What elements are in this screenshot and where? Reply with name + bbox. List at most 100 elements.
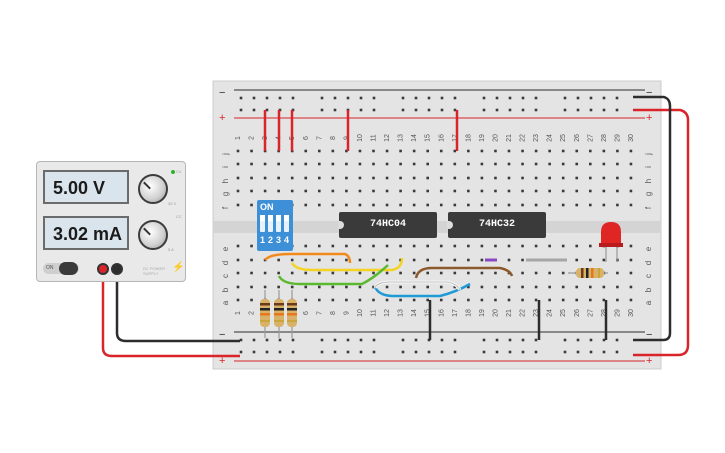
breadboard-hole[interactable]	[358, 285, 362, 289]
breadboard-hole[interactable]	[263, 162, 267, 166]
breadboard-hole[interactable]	[427, 350, 431, 354]
breadboard-hole[interactable]	[548, 271, 551, 275]
breadboard-hole[interactable]	[467, 149, 470, 153]
breadboard-hole[interactable]	[345, 176, 348, 180]
breadboard-hole[interactable]	[494, 176, 497, 180]
breadboard-hole[interactable]	[575, 285, 579, 289]
breadboard-hole[interactable]	[414, 96, 418, 100]
breadboard-hole[interactable]	[576, 108, 580, 112]
breadboard-hole[interactable]	[440, 350, 444, 354]
breadboard-hole[interactable]	[563, 338, 567, 342]
breadboard-hole[interactable]	[602, 203, 606, 207]
breadboard-hole[interactable]	[412, 162, 416, 166]
breadboard-hole[interactable]	[521, 203, 524, 207]
breadboard-hole[interactable]	[277, 176, 280, 180]
breadboard-hole[interactable]	[561, 149, 565, 153]
breadboard-hole[interactable]	[250, 258, 253, 262]
negative-terminal[interactable]	[111, 263, 123, 275]
breadboard-hole[interactable]	[333, 108, 337, 112]
breadboard-hole[interactable]	[453, 350, 457, 354]
breadboard-hole[interactable]	[304, 203, 308, 207]
breadboard-hole[interactable]	[548, 149, 551, 153]
breadboard-hole[interactable]	[548, 298, 551, 302]
breadboard-hole[interactable]	[495, 108, 499, 112]
breadboard-hole[interactable]	[495, 350, 499, 354]
breadboard-hole[interactable]	[372, 298, 375, 302]
breadboard-hole[interactable]	[467, 244, 470, 248]
breadboard-hole[interactable]	[480, 176, 484, 180]
breadboard-hole[interactable]	[453, 189, 457, 193]
breadboard-hole[interactable]	[602, 176, 606, 180]
breadboard-hole[interactable]	[250, 149, 253, 153]
breadboard-hole[interactable]	[252, 338, 256, 342]
breadboard-hole[interactable]	[318, 162, 321, 166]
breadboard-hole[interactable]	[345, 189, 348, 193]
breadboard-hole[interactable]	[467, 271, 470, 275]
breadboard-hole[interactable]	[414, 108, 418, 112]
breadboard-hole[interactable]	[359, 350, 363, 354]
breadboard-hole[interactable]	[401, 108, 405, 112]
breadboard-hole[interactable]	[399, 258, 402, 262]
breadboard-hole[interactable]	[616, 149, 619, 153]
breadboard-hole[interactable]	[426, 149, 429, 153]
breadboard-hole[interactable]	[467, 298, 470, 302]
breadboard-hole[interactable]	[575, 298, 579, 302]
breadboard-hole[interactable]	[318, 271, 321, 275]
breadboard-hole[interactable]	[507, 162, 511, 166]
breadboard-hole[interactable]	[534, 96, 538, 100]
breadboard-hole[interactable]	[480, 244, 484, 248]
breadboard-hole[interactable]	[331, 244, 335, 248]
breadboard-hole[interactable]	[507, 189, 511, 193]
breadboard-hole[interactable]	[563, 96, 567, 100]
breadboard-hole[interactable]	[615, 108, 619, 112]
breadboard-hole[interactable]	[346, 96, 350, 100]
breadboard-hole[interactable]	[372, 285, 375, 289]
breadboard-hole[interactable]	[358, 258, 362, 262]
ic-chip-or-gate[interactable]: 74HC32	[447, 212, 546, 238]
breadboard-hole[interactable]	[507, 203, 511, 207]
breadboard-hole[interactable]	[507, 285, 511, 289]
breadboard-hole[interactable]	[453, 108, 457, 112]
breadboard-hole[interactable]	[291, 350, 295, 354]
ic-chip-inverter[interactable]: 74HC04	[338, 212, 437, 238]
breadboard-hole[interactable]	[239, 350, 243, 354]
breadboard-hole[interactable]	[385, 176, 389, 180]
breadboard-hole[interactable]	[236, 176, 240, 180]
breadboard-hole[interactable]	[318, 298, 321, 302]
breadboard-hole[interactable]	[250, 203, 253, 207]
breadboard-hole[interactable]	[589, 176, 592, 180]
breadboard-hole[interactable]	[304, 189, 308, 193]
breadboard-hole[interactable]	[236, 203, 240, 207]
voltage-knob[interactable]	[138, 174, 168, 204]
breadboard-hole[interactable]	[548, 162, 551, 166]
breadboard-hole[interactable]	[426, 298, 429, 302]
breadboard-hole[interactable]	[534, 298, 538, 302]
breadboard-hole[interactable]	[358, 189, 362, 193]
breadboard-hole[interactable]	[453, 244, 457, 248]
breadboard-hole[interactable]	[589, 189, 592, 193]
breadboard-hole[interactable]	[320, 96, 324, 100]
breadboard-hole[interactable]	[467, 203, 470, 207]
breadboard-hole[interactable]	[345, 258, 348, 262]
breadboard-hole[interactable]	[480, 149, 484, 153]
breadboard-hole[interactable]	[467, 176, 470, 180]
breadboard-hole[interactable]	[561, 298, 565, 302]
breadboard-hole[interactable]	[534, 162, 538, 166]
breadboard-hole[interactable]	[453, 285, 457, 289]
breadboard-hole[interactable]	[467, 189, 470, 193]
breadboard-hole[interactable]	[426, 162, 429, 166]
breadboard-hole[interactable]	[290, 271, 294, 275]
breadboard-hole[interactable]	[304, 258, 308, 262]
breadboard-hole[interactable]	[508, 350, 512, 354]
breadboard-hole[interactable]	[318, 203, 321, 207]
breadboard-hole[interactable]	[399, 298, 402, 302]
breadboard-hole[interactable]	[372, 189, 375, 193]
breadboard-hole[interactable]	[494, 203, 497, 207]
breadboard-hole[interactable]	[290, 189, 294, 193]
breadboard-hole[interactable]	[345, 285, 348, 289]
breadboard-hole[interactable]	[507, 244, 511, 248]
breadboard-hole[interactable]	[602, 285, 606, 289]
breadboard-hole[interactable]	[521, 162, 524, 166]
breadboard-hole[interactable]	[548, 244, 551, 248]
breadboard-hole[interactable]	[290, 162, 294, 166]
